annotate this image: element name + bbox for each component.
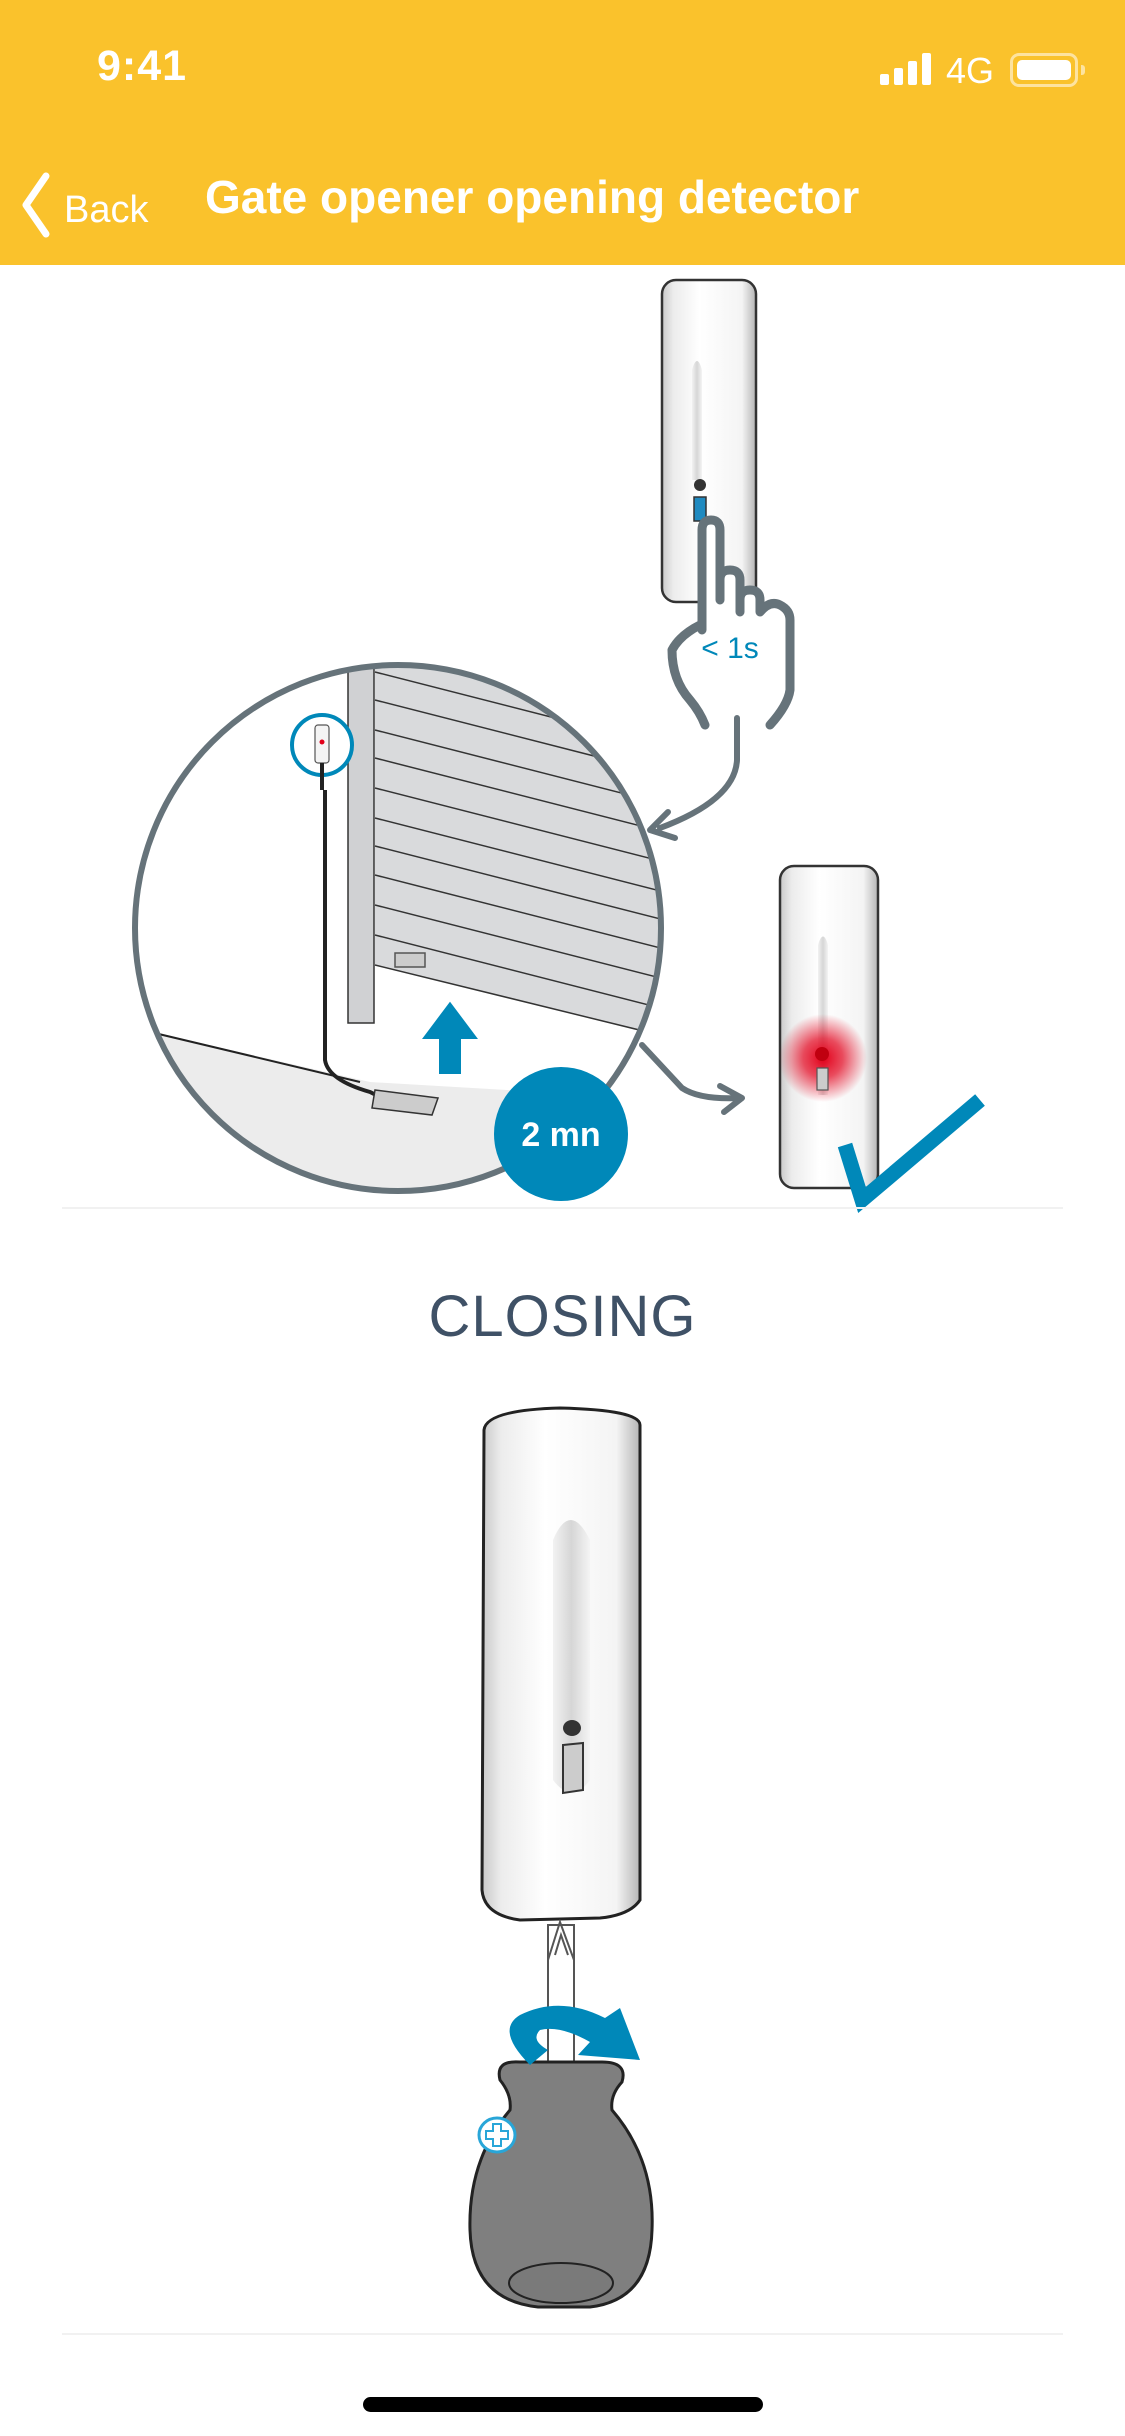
wait-time-label: 2 mn (521, 1116, 600, 1154)
hand-press-icon (667, 515, 795, 730)
signal-icon (880, 53, 934, 85)
arrow-up-icon (418, 998, 482, 1076)
battery-icon (1010, 53, 1085, 87)
chevron-left-icon (22, 172, 50, 238)
arrow-icon (639, 1042, 745, 1115)
section-divider (62, 1207, 1063, 1209)
back-button[interactable]: Back (20, 165, 148, 245)
status-time: 9:41 (97, 42, 188, 90)
page-title: Gate opener opening detector (205, 171, 860, 223)
phillips-head-icon (477, 2116, 517, 2154)
back-label: Back (64, 188, 149, 231)
press-duration-label: < 1s (701, 632, 759, 665)
detector-device-closing (480, 1406, 642, 1922)
screwdriver-icon (468, 1918, 654, 2309)
detector-device-led (778, 864, 880, 1190)
instruction-illustration: < 1s 2 mn (132, 278, 985, 2309)
arrow-icon (647, 715, 740, 841)
closing-title: CLOSING (428, 1284, 697, 1349)
detector-device-press (660, 278, 758, 604)
section-divider (62, 2333, 1063, 2335)
checkmark-icon (837, 1094, 985, 1214)
wait-time-badge (494, 1067, 628, 1201)
rotate-clockwise-icon (509, 2005, 640, 2065)
home-indicator[interactable] (363, 2397, 763, 2412)
nav-header: 9:41 4G Back Gate opener opening detecto… (0, 0, 1125, 265)
network-type: 4G (946, 50, 995, 91)
